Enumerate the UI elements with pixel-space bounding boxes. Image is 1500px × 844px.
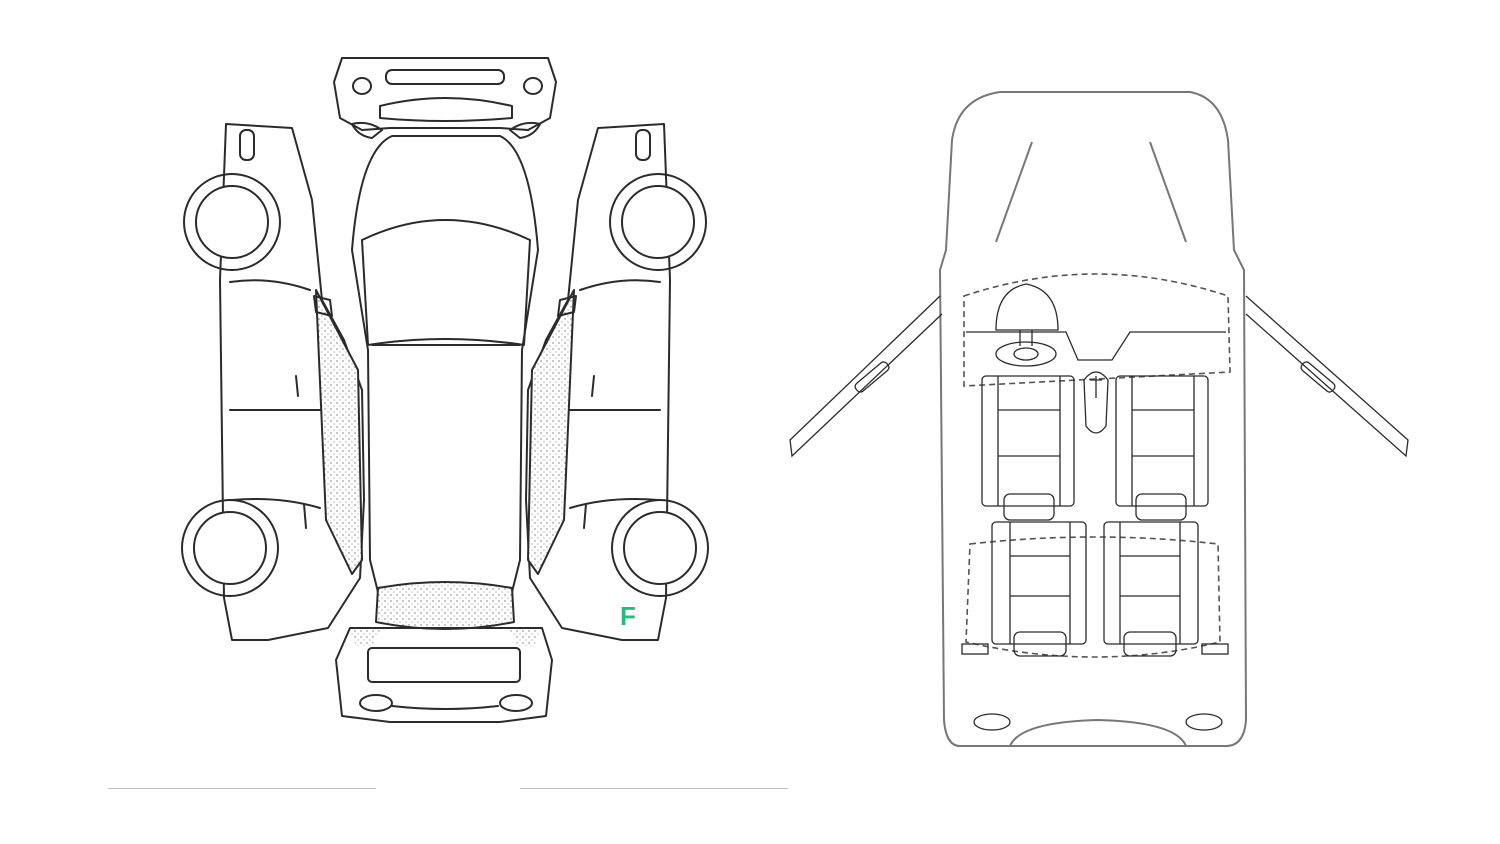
rear-right-seat[interactable] — [1103, 521, 1199, 657]
front-marker: F — [620, 601, 636, 631]
front-right-seat[interactable] — [1115, 375, 1209, 521]
signature-line-right — [520, 788, 788, 789]
signature-line-left — [108, 788, 376, 789]
car-rear-view[interactable] — [335, 627, 553, 723]
right-door-open[interactable] — [1245, 295, 1409, 458]
gear-shifter[interactable] — [1083, 371, 1109, 434]
rear-left-seat[interactable] — [991, 521, 1087, 657]
front-left-seat[interactable] — [981, 375, 1075, 521]
car-front-view[interactable] — [333, 57, 557, 139]
car-left-side-view[interactable] — [181, 123, 365, 641]
car-right-side-view[interactable] — [525, 123, 709, 641]
rear-seating-area[interactable] — [961, 536, 1229, 658]
dashboard[interactable] — [963, 273, 1231, 387]
left-door-open[interactable] — [789, 295, 943, 458]
interior-body-outline[interactable] — [938, 91, 1248, 747]
